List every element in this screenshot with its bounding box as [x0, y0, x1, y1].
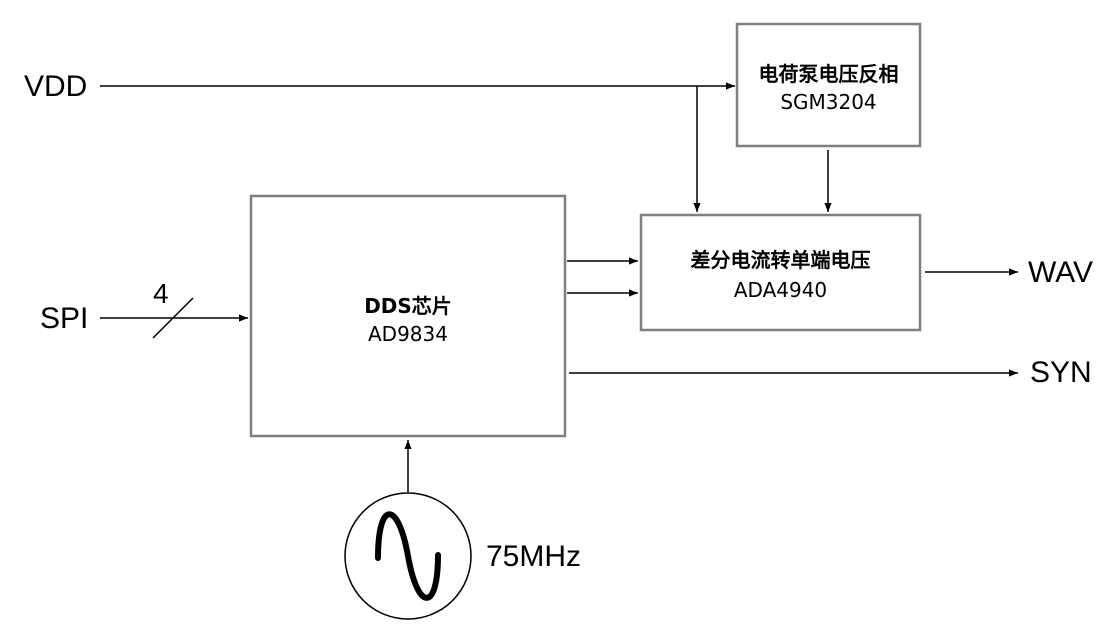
charge-pump-block: [735, 22, 922, 148]
diff-amp-title: 差分电流转单端电压: [690, 248, 871, 272]
syn-label: SYN: [1030, 356, 1092, 389]
vdd-label: VDD: [24, 70, 88, 103]
dds-part-number: AD9834: [368, 322, 448, 346]
clock-frequency-label: 75MHz: [486, 540, 582, 573]
diff-amp-part-number: ADA4940: [733, 278, 828, 302]
dds-block: [249, 194, 567, 438]
charge-pump-part-number: SGM3204: [780, 90, 877, 114]
spi-bus-width-label: 4: [153, 278, 169, 309]
spi-label: SPI: [40, 302, 89, 335]
dds-title: DDS芯片: [364, 294, 452, 318]
spi-bus-width-slash: [152, 297, 194, 339]
sine-wave-icon: [375, 511, 441, 601]
wav-label: WAV: [1028, 256, 1093, 289]
diff-amp-block: [639, 213, 922, 332]
charge-pump-title: 电荷泵电压反相: [758, 62, 899, 86]
